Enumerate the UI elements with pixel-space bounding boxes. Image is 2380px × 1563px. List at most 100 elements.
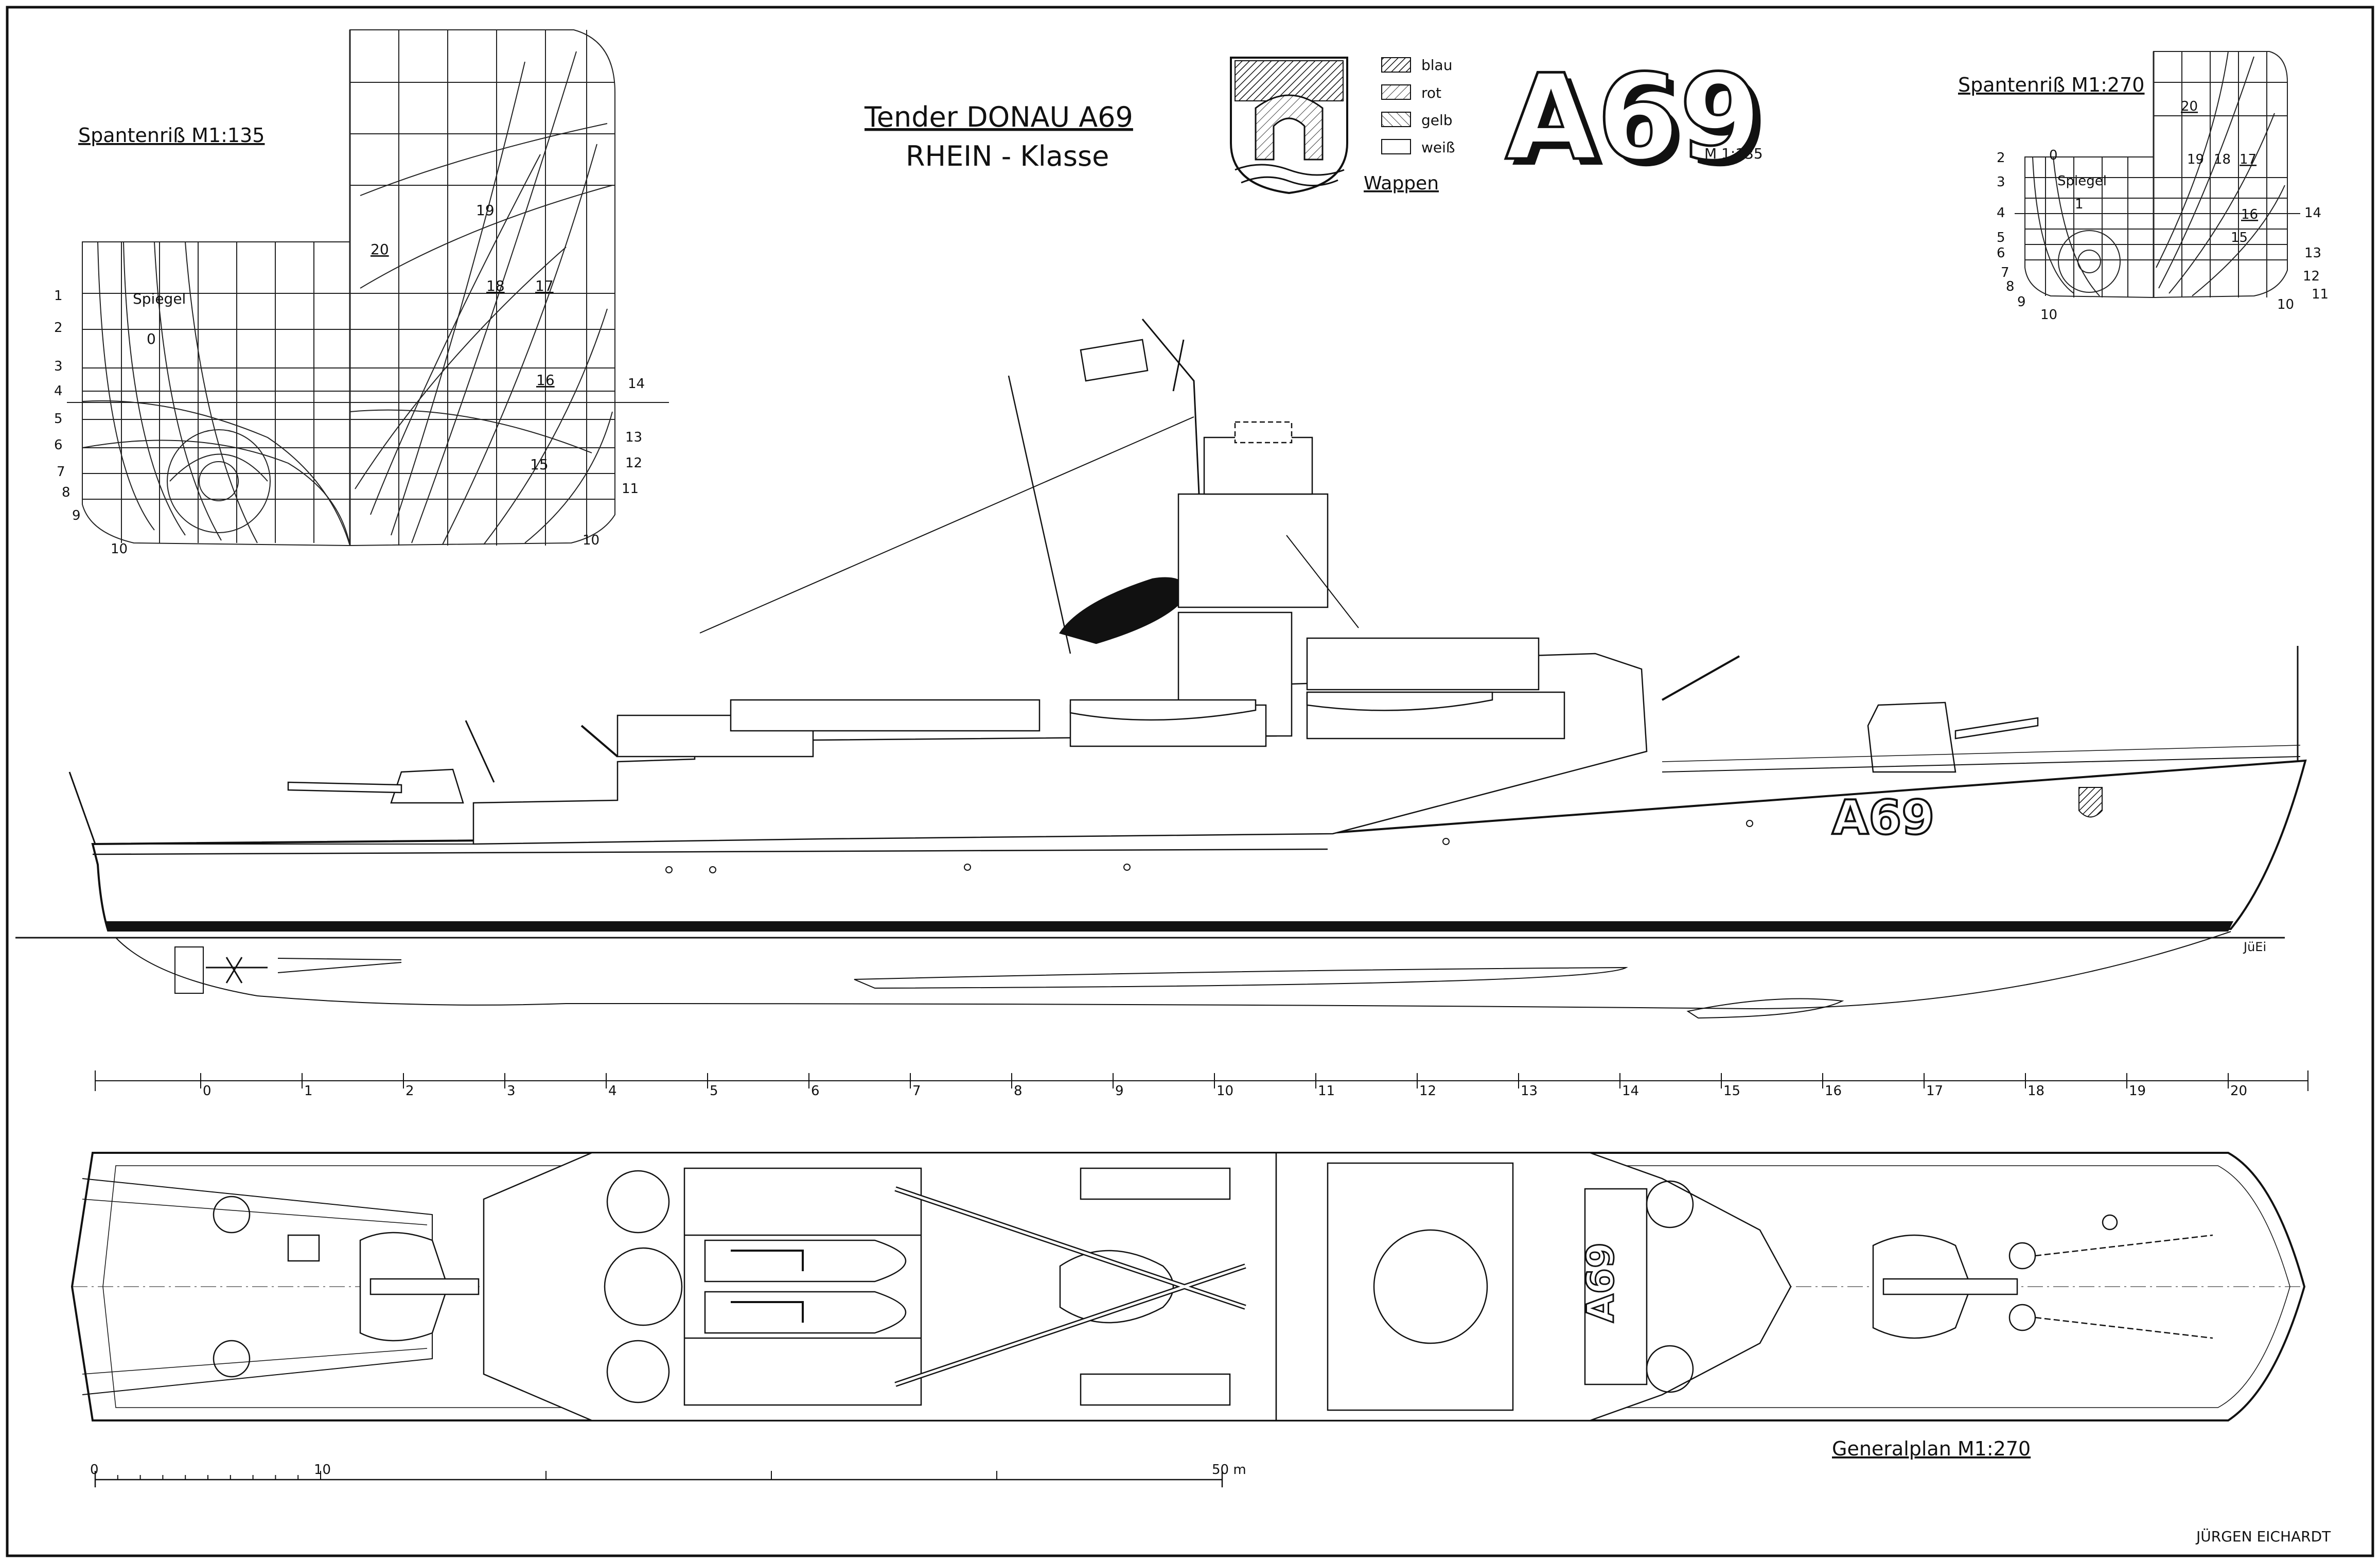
- author-credit: JÜRGEN EICHARDT: [2195, 1527, 2331, 1545]
- bp-large-frame-15: 15: [530, 456, 549, 473]
- bp-small-wl-3: 3: [1997, 174, 2005, 190]
- station-label: 11: [1318, 1083, 1335, 1099]
- length-scale-label-10: 10: [314, 1462, 331, 1478]
- bp-small-wl-9: 9: [2017, 294, 2026, 310]
- portholes: [665, 820, 1753, 873]
- bp-small-wl-10-left: 10: [2040, 307, 2057, 323]
- bp-small-frame-18: 18: [2214, 152, 2231, 167]
- general-plan-deck: A69: [70, 1152, 2306, 1421]
- draughtsman-initials: JüEi: [2243, 940, 2266, 954]
- bp-large-spiegel: Spiegel: [133, 290, 186, 307]
- bp-small-wl-2: 2: [1997, 150, 2005, 166]
- crest: Wappen: [1230, 57, 1439, 195]
- station-label: 20: [2230, 1083, 2247, 1099]
- hull-number-shadow: A69: [1512, 56, 1768, 193]
- bp-large-wl-2: 2: [54, 320, 63, 336]
- bp-small-wl-13: 13: [2304, 245, 2321, 261]
- station-label: 9: [1115, 1083, 1124, 1099]
- station-label: 8: [1014, 1083, 1022, 1099]
- bp-small-wl-5: 5: [1997, 230, 2005, 245]
- legend-swatch-weiss: [1381, 139, 1411, 154]
- hull-number: A69: [1505, 49, 1761, 187]
- bp-large-wl-1: 1: [54, 288, 63, 304]
- station-label: 3: [507, 1083, 516, 1099]
- hull-number-block: A69 A69 M 1:135: [1504, 48, 1769, 194]
- boot-topping: [105, 921, 2233, 932]
- hull-side: [91, 759, 2307, 932]
- bp-large-frame-18: 18: [486, 277, 505, 294]
- hull-side-marking: A69: [1832, 790, 1934, 845]
- bp-large-wl-10-right: 10: [583, 533, 600, 548]
- length-scale-label-50: 50 m: [1212, 1462, 1246, 1478]
- station-label: 7: [912, 1083, 921, 1099]
- bp-small-frame-19: 19: [2187, 152, 2204, 167]
- station-label: 12: [1419, 1083, 1436, 1099]
- bp-small-wl-10-right: 10: [2277, 297, 2294, 312]
- station-label: 13: [1521, 1083, 1538, 1099]
- length-scale-label-0: 0: [90, 1462, 99, 1478]
- bp-small-frame-0: 0: [2049, 148, 2058, 163]
- bp-large-frame-20: 20: [371, 241, 389, 258]
- bp-large-wl-9: 9: [72, 508, 81, 523]
- bp-small-wl-4: 4: [1997, 205, 2005, 221]
- station-label: 19: [2129, 1083, 2146, 1099]
- bp-small-frame-1: 1: [2075, 197, 2084, 212]
- bp-large-wl-14: 14: [628, 376, 645, 392]
- legend-label-rot: rot: [1421, 84, 1441, 101]
- station-label: 4: [608, 1083, 617, 1099]
- bp-large-frame-19: 19: [476, 202, 495, 219]
- station-label: 5: [710, 1083, 718, 1099]
- body-plan-small: Spantenriß M1:270 20 0 19 18 17 Spiegel: [1958, 51, 2329, 323]
- legend-label-gelb: gelb: [1421, 112, 1453, 129]
- bp-small-frame-20: 20: [2181, 99, 2198, 114]
- legend-label-blau: blau: [1421, 57, 1452, 74]
- bp-large-wl-4: 4: [54, 383, 63, 399]
- station-label: 2: [406, 1083, 414, 1099]
- crest-title: Wappen: [1364, 173, 1439, 194]
- station-label: 0: [203, 1083, 211, 1099]
- bp-large-wl-6: 6: [54, 437, 63, 453]
- sheet-border: [6, 6, 2374, 1557]
- general-plan-title: Generalplan M1:270: [1832, 1437, 2031, 1460]
- title-line2: RHEIN - Klasse: [906, 140, 1109, 172]
- station-label: 1: [304, 1083, 313, 1099]
- body-plan-large: Spantenriß M1:135: [54, 29, 669, 557]
- station-label: 6: [811, 1083, 820, 1099]
- body-plan-large-title: Spantenriß M1:135: [78, 124, 265, 147]
- bp-large-wl-13: 13: [625, 430, 642, 445]
- bp-small-frame-15: 15: [2231, 230, 2248, 245]
- side-crest: [2078, 787, 2103, 818]
- side-elevation: A69 JüEi: [15, 319, 2307, 1019]
- station-label: 15: [1723, 1083, 1740, 1099]
- legend-label-weiss: weiß: [1421, 139, 1455, 156]
- inflatable-boat: [1059, 577, 1190, 644]
- body-plan-small-title: Spantenriß M1:270: [1958, 74, 2144, 96]
- station-label: 14: [1622, 1083, 1639, 1099]
- bp-small-wl-6: 6: [1997, 245, 2005, 261]
- length-scale: [94, 1471, 1223, 1487]
- station-label: 16: [1825, 1083, 1842, 1099]
- bp-large-wl-3: 3: [54, 359, 63, 374]
- station-label: 17: [1926, 1083, 1943, 1099]
- bp-large-wl-8: 8: [62, 485, 70, 500]
- bp-small-frame-16: 16: [2241, 207, 2258, 222]
- station-label: 18: [2028, 1083, 2044, 1099]
- bp-large-frame-16: 16: [536, 372, 555, 389]
- bp-small-wl-12: 12: [2303, 269, 2320, 284]
- legend-swatch-blau: [1381, 57, 1411, 73]
- bp-small-wl-14: 14: [2304, 205, 2321, 221]
- body-plan-outline: [82, 29, 615, 547]
- bp-small-spiegel: Spiegel: [2057, 173, 2107, 189]
- station-label: 10: [1217, 1083, 1233, 1099]
- deck-marking: A69: [1579, 1242, 1622, 1323]
- legend-swatch-gelb: [1381, 112, 1411, 127]
- title-block: Tender DONAU A69 RHEIN - Klasse: [864, 101, 1133, 172]
- bp-large-frame-0: 0: [147, 330, 156, 347]
- title-line1: Tender DONAU A69: [864, 101, 1133, 133]
- crest-legend: blau rot gelb weiß: [1381, 57, 1455, 156]
- legend-swatch-rot: [1381, 84, 1411, 100]
- bp-large-wl-10-left: 10: [111, 541, 128, 557]
- bp-large-wl-7: 7: [57, 464, 65, 480]
